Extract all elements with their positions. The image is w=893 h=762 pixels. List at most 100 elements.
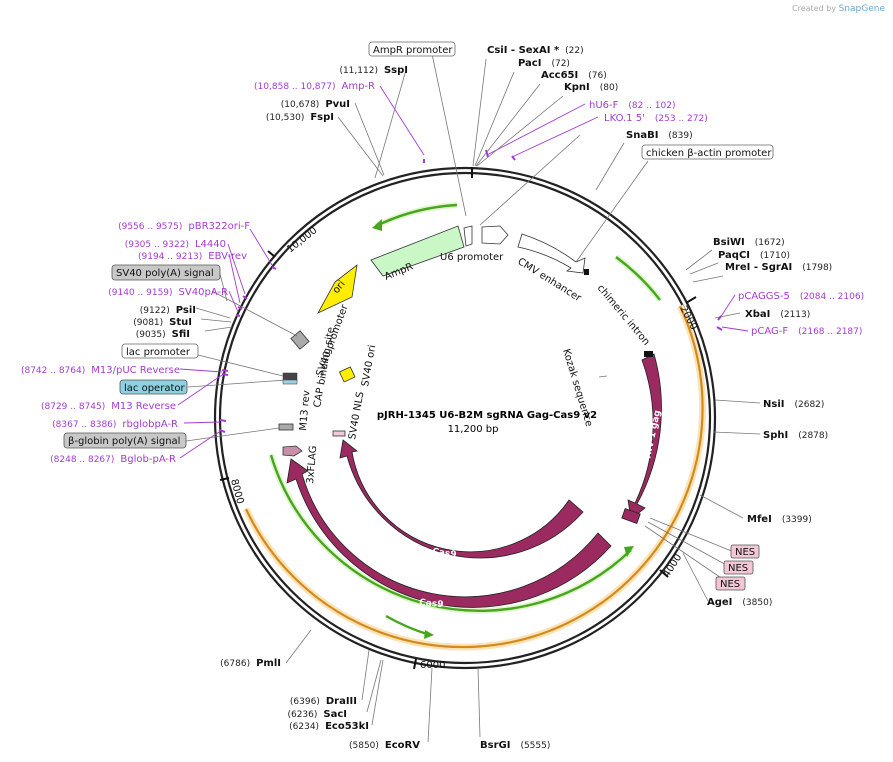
label-ampr-promoter: AmpR promoter bbox=[373, 45, 453, 56]
backbone-outer bbox=[213, 166, 717, 670]
label-snabi: SnaBI(839) bbox=[626, 130, 693, 141]
label-nes-3: NES bbox=[720, 579, 740, 590]
label-kpni: KpnI(80) bbox=[564, 82, 618, 93]
label-bglob-pa-r: (8248 .. 8267)Bglob-pA-R bbox=[50, 454, 176, 465]
label-stui: (9081)StuI bbox=[133, 317, 192, 328]
label-sspi: (11,112)SspI bbox=[339, 65, 408, 76]
tick-10000 bbox=[267, 250, 276, 258]
primer-marks bbox=[218, 149, 723, 433]
label-bsiwi: BsiWI(1672) bbox=[713, 237, 785, 248]
orf-4 bbox=[385, 614, 431, 637]
label-m13puc: (8742 .. 8764)M13/pUC Reverse bbox=[21, 365, 180, 376]
label-psii: (9122)PsiI bbox=[140, 305, 196, 316]
label-bsrgi: BsrGI(5555) bbox=[480, 740, 550, 751]
label-pbr322ori: (9556 .. 9575)pBR322ori-F bbox=[118, 221, 250, 232]
label-nes-1: NES bbox=[735, 547, 755, 558]
cas9-outer-feature bbox=[286, 458, 612, 608]
label-draiii: (6396)DraIII bbox=[290, 696, 357, 707]
intron-marker bbox=[584, 269, 589, 275]
tick-6000 bbox=[413, 658, 417, 670]
label-pvui: (10,678)PvuI bbox=[281, 99, 350, 110]
u6-promoter-label: U6 promoter bbox=[440, 252, 504, 263]
label-lac-promoter: lac promoter bbox=[126, 347, 191, 358]
label-sv40pa-r: (9140 .. 9159)SV40pA-R bbox=[108, 287, 228, 298]
label-pcaggs5: pCAGGS-5(2084 .. 2106) bbox=[738, 291, 864, 302]
chimeric-intron-label: chimeric intron bbox=[595, 283, 652, 348]
label-m13reverse: (8729 .. 8745)M13 Reverse bbox=[41, 401, 176, 412]
backbone-inner bbox=[218, 171, 712, 665]
flag-feature bbox=[282, 445, 303, 457]
cmv-enhancer-feature bbox=[517, 233, 586, 274]
sv40-ori-feature bbox=[338, 366, 356, 383]
gag-label: HIV-1 gag bbox=[643, 409, 663, 459]
nes-block-feature bbox=[621, 508, 641, 524]
label-sfii: (9035)SfiI bbox=[136, 329, 190, 340]
label-fspi: (10,530)FspI bbox=[266, 112, 334, 123]
lac-promoter-box bbox=[121, 343, 199, 359]
label-sphi: SphI(2878) bbox=[763, 430, 828, 441]
orf-ampr-glow bbox=[374, 202, 458, 229]
orf-4-arrow bbox=[424, 630, 434, 639]
u6-promoter-2-feature bbox=[481, 225, 509, 245]
cap-site-label: CAP binding site bbox=[312, 326, 337, 408]
label-ampr-primer: (10,858 .. 10,877)Amp-R bbox=[254, 81, 375, 92]
label-acc65i: Acc65I(76) bbox=[541, 70, 607, 81]
orf-2 bbox=[615, 256, 661, 301]
cas9-outer-label: Cas9 bbox=[419, 598, 444, 610]
label-csii: CsiI - SexAI *(22) bbox=[487, 45, 584, 56]
label-eco53ki: (6234)Eco53kI bbox=[289, 721, 369, 732]
ampr-feature bbox=[370, 225, 465, 277]
plasmid-title: pJRH-1345 U6-B2M sgRNA Gag-Cas9 v2 bbox=[377, 410, 597, 421]
orf-3 bbox=[269, 454, 632, 613]
tick-8000 bbox=[219, 477, 230, 481]
plasmid-length: 11,200 bp bbox=[448, 424, 499, 435]
cas9-inner-label: Cas9 bbox=[432, 547, 457, 560]
sv40-polya-feature bbox=[278, 423, 294, 431]
label-nsii: NsiI(2682) bbox=[763, 399, 824, 410]
features bbox=[278, 225, 662, 608]
lac-op-band-feature bbox=[282, 379, 298, 385]
label-chicken-actin: chicken β-actin promoter bbox=[646, 148, 772, 159]
label-paci: PacI(72) bbox=[518, 58, 570, 69]
cas9-inner-feature bbox=[339, 439, 584, 559]
label-ecorv: (5850)EcoRV bbox=[349, 740, 420, 751]
label-pmli: (6786)PmlI bbox=[220, 658, 281, 669]
m13-rev-label: M13 rev bbox=[298, 390, 312, 431]
snapgene-brand: Created by SnapGene bbox=[792, 4, 885, 14]
chicken-actin-box bbox=[641, 144, 774, 160]
sv40-promoter-feature bbox=[290, 330, 310, 350]
tick-2000 bbox=[685, 296, 697, 304]
sv40-ori-label: SV40 ori bbox=[360, 344, 378, 387]
lac-operator-box bbox=[119, 379, 188, 395]
orf-arcs bbox=[242, 202, 707, 651]
label-pcagf: pCAG-F(2168 .. 2187) bbox=[751, 326, 862, 337]
tick-label-4000: 4000 bbox=[661, 552, 684, 579]
label-nes-2: NES bbox=[728, 563, 748, 574]
backbone-ticks bbox=[219, 167, 697, 670]
orf-big bbox=[245, 305, 704, 649]
label-ebv-rev: (9194 .. 9213)EBV-rev bbox=[138, 251, 247, 262]
label-saci: (6236)SacI bbox=[287, 709, 347, 720]
u6-promoter-feature bbox=[463, 225, 473, 247]
sv40-nls-label: SV40 NLS bbox=[347, 391, 366, 441]
tick-4000 bbox=[659, 569, 669, 578]
ampr-promoter-box bbox=[368, 41, 456, 57]
snapgene-logo: SnapGene bbox=[838, 4, 885, 14]
label-rbglobpa: (8367 .. 8386)rbglobpA-R bbox=[52, 419, 178, 430]
label-beta-globin: β-globin poly(A) signal bbox=[68, 436, 180, 447]
sv40-polya-box bbox=[111, 264, 221, 281]
label-hu6f: hU6-F(82 .. 102) bbox=[589, 100, 676, 111]
beta-globin-box bbox=[63, 432, 187, 449]
nes-box-2 bbox=[723, 560, 754, 575]
flag-label: 3xFLAG bbox=[305, 445, 319, 484]
nes-box-1 bbox=[730, 544, 760, 559]
label-sv40-polya: SV40 poly(A) signal bbox=[116, 268, 214, 279]
label-mfei: MfeI(3399) bbox=[747, 514, 812, 525]
label-lac-operator: lac operator bbox=[124, 383, 185, 394]
right-labels: CsiI - SexAI *(22) PacI(72) Acc65I(76) K… bbox=[480, 45, 864, 751]
orf-3-arrow bbox=[624, 546, 634, 557]
ori-feature bbox=[317, 264, 358, 314]
created-by-text: Created by bbox=[792, 4, 837, 13]
label-xbai: XbaI(2113) bbox=[745, 309, 810, 320]
